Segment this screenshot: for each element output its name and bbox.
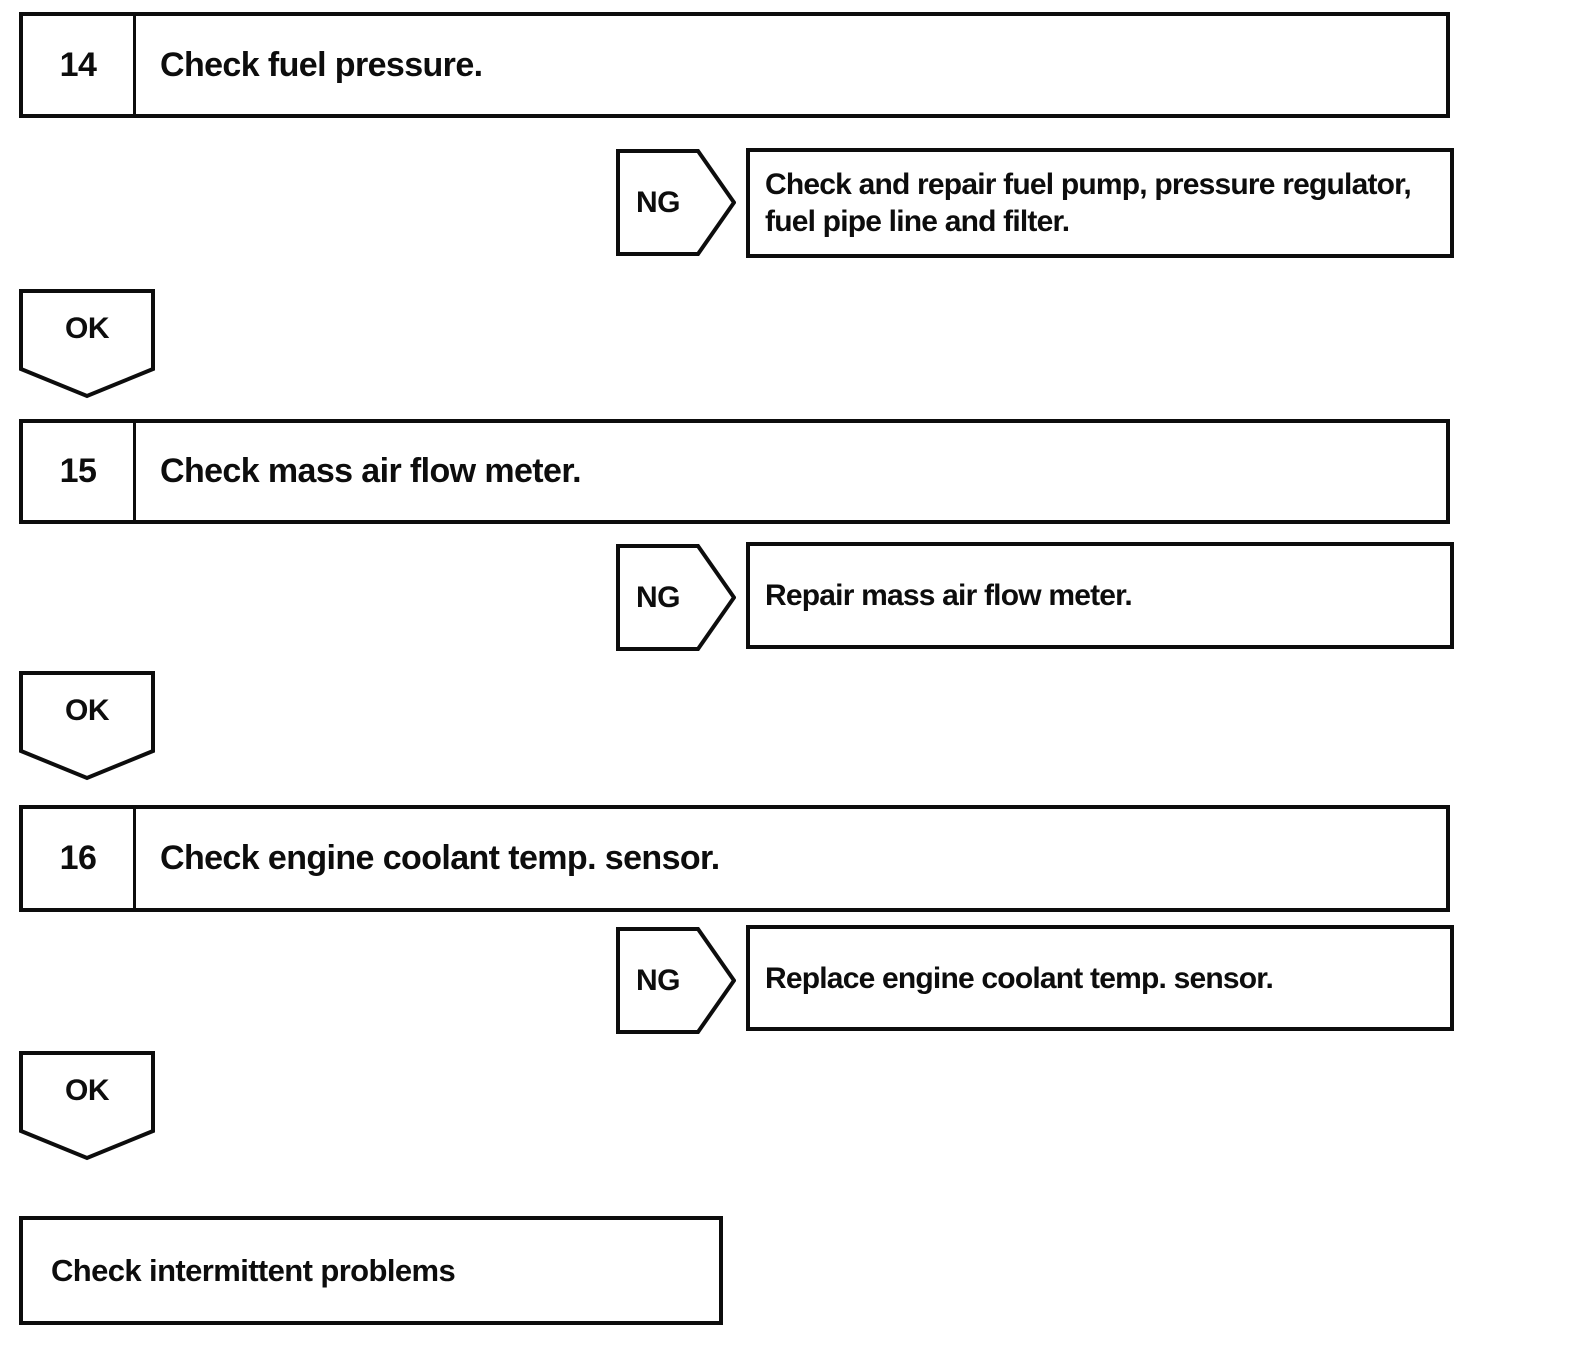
ok-label: OK — [65, 694, 110, 727]
ng-connector: NG — [616, 927, 736, 1034]
ok-pentagon-icon — [19, 289, 155, 399]
ng-label: NG — [636, 963, 681, 997]
step-box-14: 14 Check fuel pressure. — [19, 12, 1450, 118]
ok-label: OK — [65, 1074, 110, 1107]
ng-pentagon-icon — [616, 927, 736, 1034]
ng-action-box: Repair mass air flow meter. — [746, 542, 1454, 649]
step-label: Check engine coolant temp. sensor. — [160, 839, 720, 877]
ok-connector: OK — [19, 671, 155, 781]
terminal-box: Check intermittent problems — [19, 1216, 723, 1325]
ng-connector: NG — [616, 149, 736, 256]
ng-pentagon-icon — [616, 149, 736, 256]
terminal-label: Check intermittent problems — [51, 1252, 456, 1288]
ok-connector: OK — [19, 1051, 155, 1161]
ok-label: OK — [65, 312, 110, 345]
ng-connector: NG — [616, 544, 736, 651]
ok-pentagon-icon — [19, 1051, 155, 1161]
ng-label: NG — [636, 580, 681, 614]
step-number: 14 — [23, 16, 136, 114]
ng-action-line: fuel pipe line and filter. — [765, 205, 1070, 238]
ok-pentagon-icon — [19, 671, 155, 781]
ng-action-box: Check and repair fuel pump, pressure reg… — [746, 148, 1454, 258]
ng-action-box: Replace engine coolant temp. sensor. — [746, 925, 1454, 1031]
step-box-15: 15 Check mass air flow meter. — [19, 419, 1450, 524]
ng-label: NG — [636, 185, 681, 219]
step-box-16: 16 Check engine coolant temp. sensor. — [19, 805, 1450, 912]
ng-action-line: Check and repair fuel pump, pressure reg… — [765, 168, 1412, 201]
step-number: 15 — [23, 423, 136, 520]
step-label: Check mass air flow meter. — [160, 452, 582, 490]
ng-action-line: Repair mass air flow meter. — [765, 579, 1133, 612]
ok-connector: OK — [19, 289, 155, 399]
step-label: Check fuel pressure. — [160, 45, 483, 84]
ng-action-line: Replace engine coolant temp. sensor. — [765, 961, 1274, 995]
step-number: 16 — [23, 809, 136, 908]
ng-pentagon-icon — [616, 544, 736, 651]
